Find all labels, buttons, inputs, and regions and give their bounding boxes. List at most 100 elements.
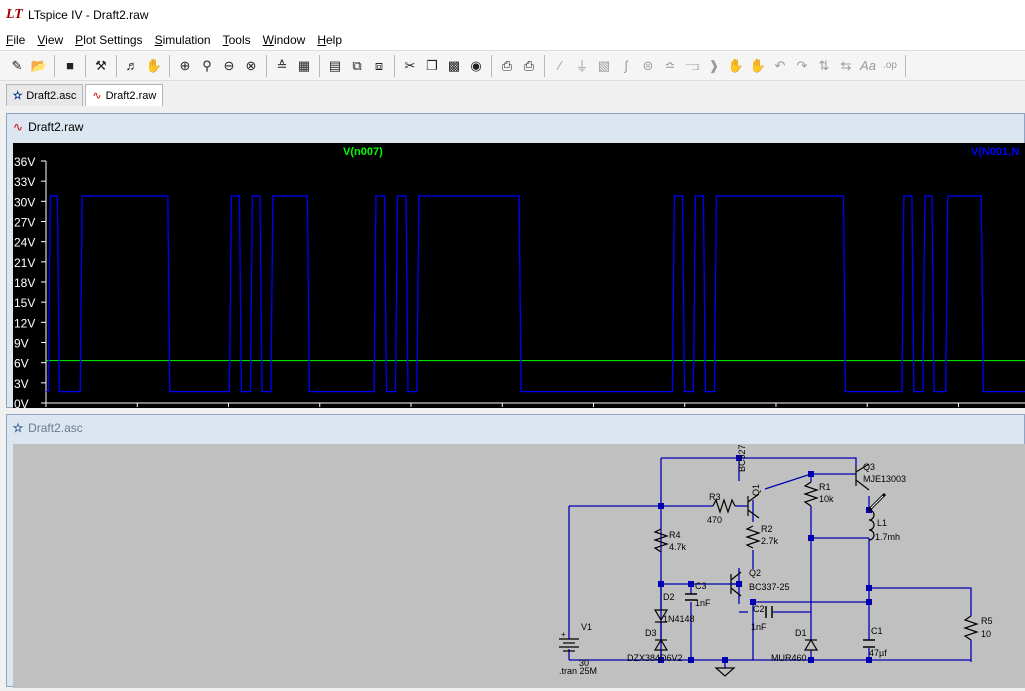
- r5-ref[interactable]: R5: [981, 616, 993, 626]
- schematic-window[interactable]: ✫ Draft2.asc: [6, 414, 1025, 688]
- drag-icon[interactable]: ✋: [749, 57, 767, 73]
- move-icon[interactable]: ✋: [727, 57, 745, 73]
- d2-ref[interactable]: D2: [663, 592, 675, 602]
- undo-icon[interactable]: ↶: [774, 57, 786, 73]
- schematic-window-caption: ✫ Draft2.asc: [7, 415, 1024, 441]
- v1-ref[interactable]: V1: [581, 622, 592, 632]
- q3-ref[interactable]: Q3: [863, 462, 875, 472]
- draw-wire-icon[interactable]: ∕: [558, 58, 562, 73]
- rotate-icon[interactable]: ⇅: [818, 57, 830, 73]
- print-preview-icon[interactable]: ⎙: [501, 57, 513, 73]
- menu-help[interactable]: Help: [311, 33, 348, 47]
- menu-label-rest: iew: [45, 33, 64, 47]
- toolbar-divider: [544, 54, 545, 77]
- resistor-symbols: [653, 481, 979, 641]
- redo-icon[interactable]: ↷: [796, 57, 808, 73]
- l1-ref[interactable]: L1: [877, 518, 887, 528]
- r1-value[interactable]: 10k: [819, 494, 834, 504]
- q1-value[interactable]: BC327: [737, 444, 747, 472]
- d1-ref[interactable]: D1: [795, 628, 807, 638]
- q2-ref[interactable]: Q2: [749, 568, 761, 578]
- c3-value[interactable]: 1nF: [695, 598, 711, 608]
- copy-icon[interactable]: ❐: [426, 57, 438, 73]
- d3-ref[interactable]: D3: [645, 628, 657, 638]
- menu-plot-settings[interactable]: Plot Settings: [69, 33, 148, 47]
- print-icon[interactable]: ⎙: [523, 57, 535, 73]
- r1-ref[interactable]: R1: [819, 482, 831, 492]
- paste-icon[interactable]: ▩: [447, 57, 461, 73]
- d1-value[interactable]: MUR460: [771, 653, 807, 663]
- c2-value[interactable]: 1nF: [751, 622, 767, 632]
- r3-value[interactable]: 470: [707, 515, 722, 525]
- spice-directive-icon[interactable]: .op: [883, 60, 897, 71]
- d3-value[interactable]: DZX384D6V2: [627, 653, 683, 663]
- c1-value[interactable]: 47µf: [869, 648, 887, 658]
- menu-label-rest: imulation: [162, 33, 211, 47]
- c1-ref[interactable]: C1: [871, 626, 883, 636]
- mirror-icon[interactable]: ⇆: [840, 57, 852, 73]
- tile-vertical-icon[interactable]: ⧈: [374, 57, 384, 73]
- label-net-icon[interactable]: ▧: [597, 57, 611, 73]
- r3-ref[interactable]: R3: [709, 492, 721, 502]
- zoom-pan-icon[interactable]: ⚲: [202, 57, 212, 73]
- v1-value[interactable]: 30: [579, 658, 589, 668]
- new-schematic-icon[interactable]: ✎: [11, 57, 23, 73]
- run-icon[interactable]: ♬: [125, 58, 139, 73]
- find-icon[interactable]: ◉: [470, 57, 482, 73]
- diode-symbols: [653, 609, 819, 651]
- r4-ref[interactable]: R4: [669, 530, 681, 540]
- trace-v-n001[interactable]: [46, 195, 1025, 393]
- zoom-in-icon[interactable]: ⊕: [179, 57, 191, 73]
- q2-value[interactable]: BC337-25: [749, 582, 790, 592]
- menu-simulation[interactable]: Simulation: [149, 33, 217, 47]
- trace-label-v-n001[interactable]: V(N001,N: [971, 146, 1019, 158]
- inductor-icon[interactable]: ≏: [664, 57, 676, 73]
- control-panel-icon[interactable]: ⚒: [95, 57, 107, 73]
- toolbar: ✎ 📂 ■ ⚒ ♬ ✋ ⊕ ⚲ ⊖ ⊗ ≙ ▦ ▤ ⧉ ⧈ ✂ ❐ ▩ ◉ ⎙ …: [0, 50, 1025, 81]
- schematic-svg[interactable]: R3 470 R4 4.7k R2 2.7k R1 10k BC327 Q1 Q…: [13, 444, 1025, 688]
- trace-label-v-n007[interactable]: V(n007): [343, 146, 383, 158]
- cascade-icon[interactable]: ⧉: [352, 57, 362, 73]
- c3-ref[interactable]: C3: [695, 581, 707, 591]
- c2-ref[interactable]: C2: [753, 604, 765, 614]
- r2-ref[interactable]: R2: [761, 524, 773, 534]
- menu-file[interactable]: File: [0, 33, 31, 47]
- cut-icon[interactable]: ✂: [404, 57, 416, 73]
- d2-value[interactable]: 1N4148: [663, 614, 695, 624]
- schematic-canvas[interactable]: R3 470 R4 4.7k R2 2.7k R1 10k BC327 Q1 Q…: [13, 444, 1025, 688]
- capacitor-icon[interactable]: ⊜: [642, 57, 654, 73]
- tile-horizontal-icon[interactable]: ▤: [328, 57, 342, 73]
- diode-icon[interactable]: ⫎: [685, 57, 699, 73]
- open-icon[interactable]: 📂: [30, 57, 48, 73]
- resistor-icon[interactable]: ∫: [624, 58, 628, 73]
- menu-tools[interactable]: Tools: [217, 33, 257, 47]
- r5-value[interactable]: 10: [981, 629, 991, 639]
- q1-ref[interactable]: Q1: [751, 484, 761, 496]
- menu-window[interactable]: Window: [257, 33, 312, 47]
- l1-value[interactable]: 1.7mh: [875, 532, 900, 542]
- menu-label-rest: ools: [228, 33, 251, 47]
- autorange-icon[interactable]: ≙: [276, 57, 288, 73]
- zoom-out-icon[interactable]: ⊖: [223, 57, 235, 73]
- battery-plus-sign: +: [561, 630, 566, 639]
- tran-directive[interactable]: .tran 25M: [559, 666, 597, 676]
- y-tick-label: 15V: [14, 296, 35, 310]
- r2-value[interactable]: 2.7k: [761, 536, 779, 546]
- window-title: LTspice IV - Draft2.raw: [28, 8, 149, 22]
- q3-value[interactable]: MJE13003: [863, 474, 906, 484]
- tab-draft2-asc[interactable]: ✫ Draft2.asc: [6, 84, 84, 106]
- y-tick-label: 18V: [14, 276, 35, 290]
- component-icon[interactable]: ❱: [708, 57, 720, 73]
- tab-draft2-raw[interactable]: ∿ Draft2.raw: [85, 84, 164, 106]
- r4-value[interactable]: 4.7k: [669, 542, 687, 552]
- plot-settings-icon[interactable]: ▦: [297, 57, 311, 73]
- text-icon[interactable]: Aa: [860, 58, 876, 73]
- ground-icon[interactable]: ⏚: [575, 59, 589, 74]
- halt-icon[interactable]: ✋: [145, 57, 163, 73]
- save-icon[interactable]: ■: [66, 58, 74, 73]
- zoom-fit-icon[interactable]: ⊗: [245, 57, 257, 73]
- menu-view[interactable]: View: [31, 33, 69, 47]
